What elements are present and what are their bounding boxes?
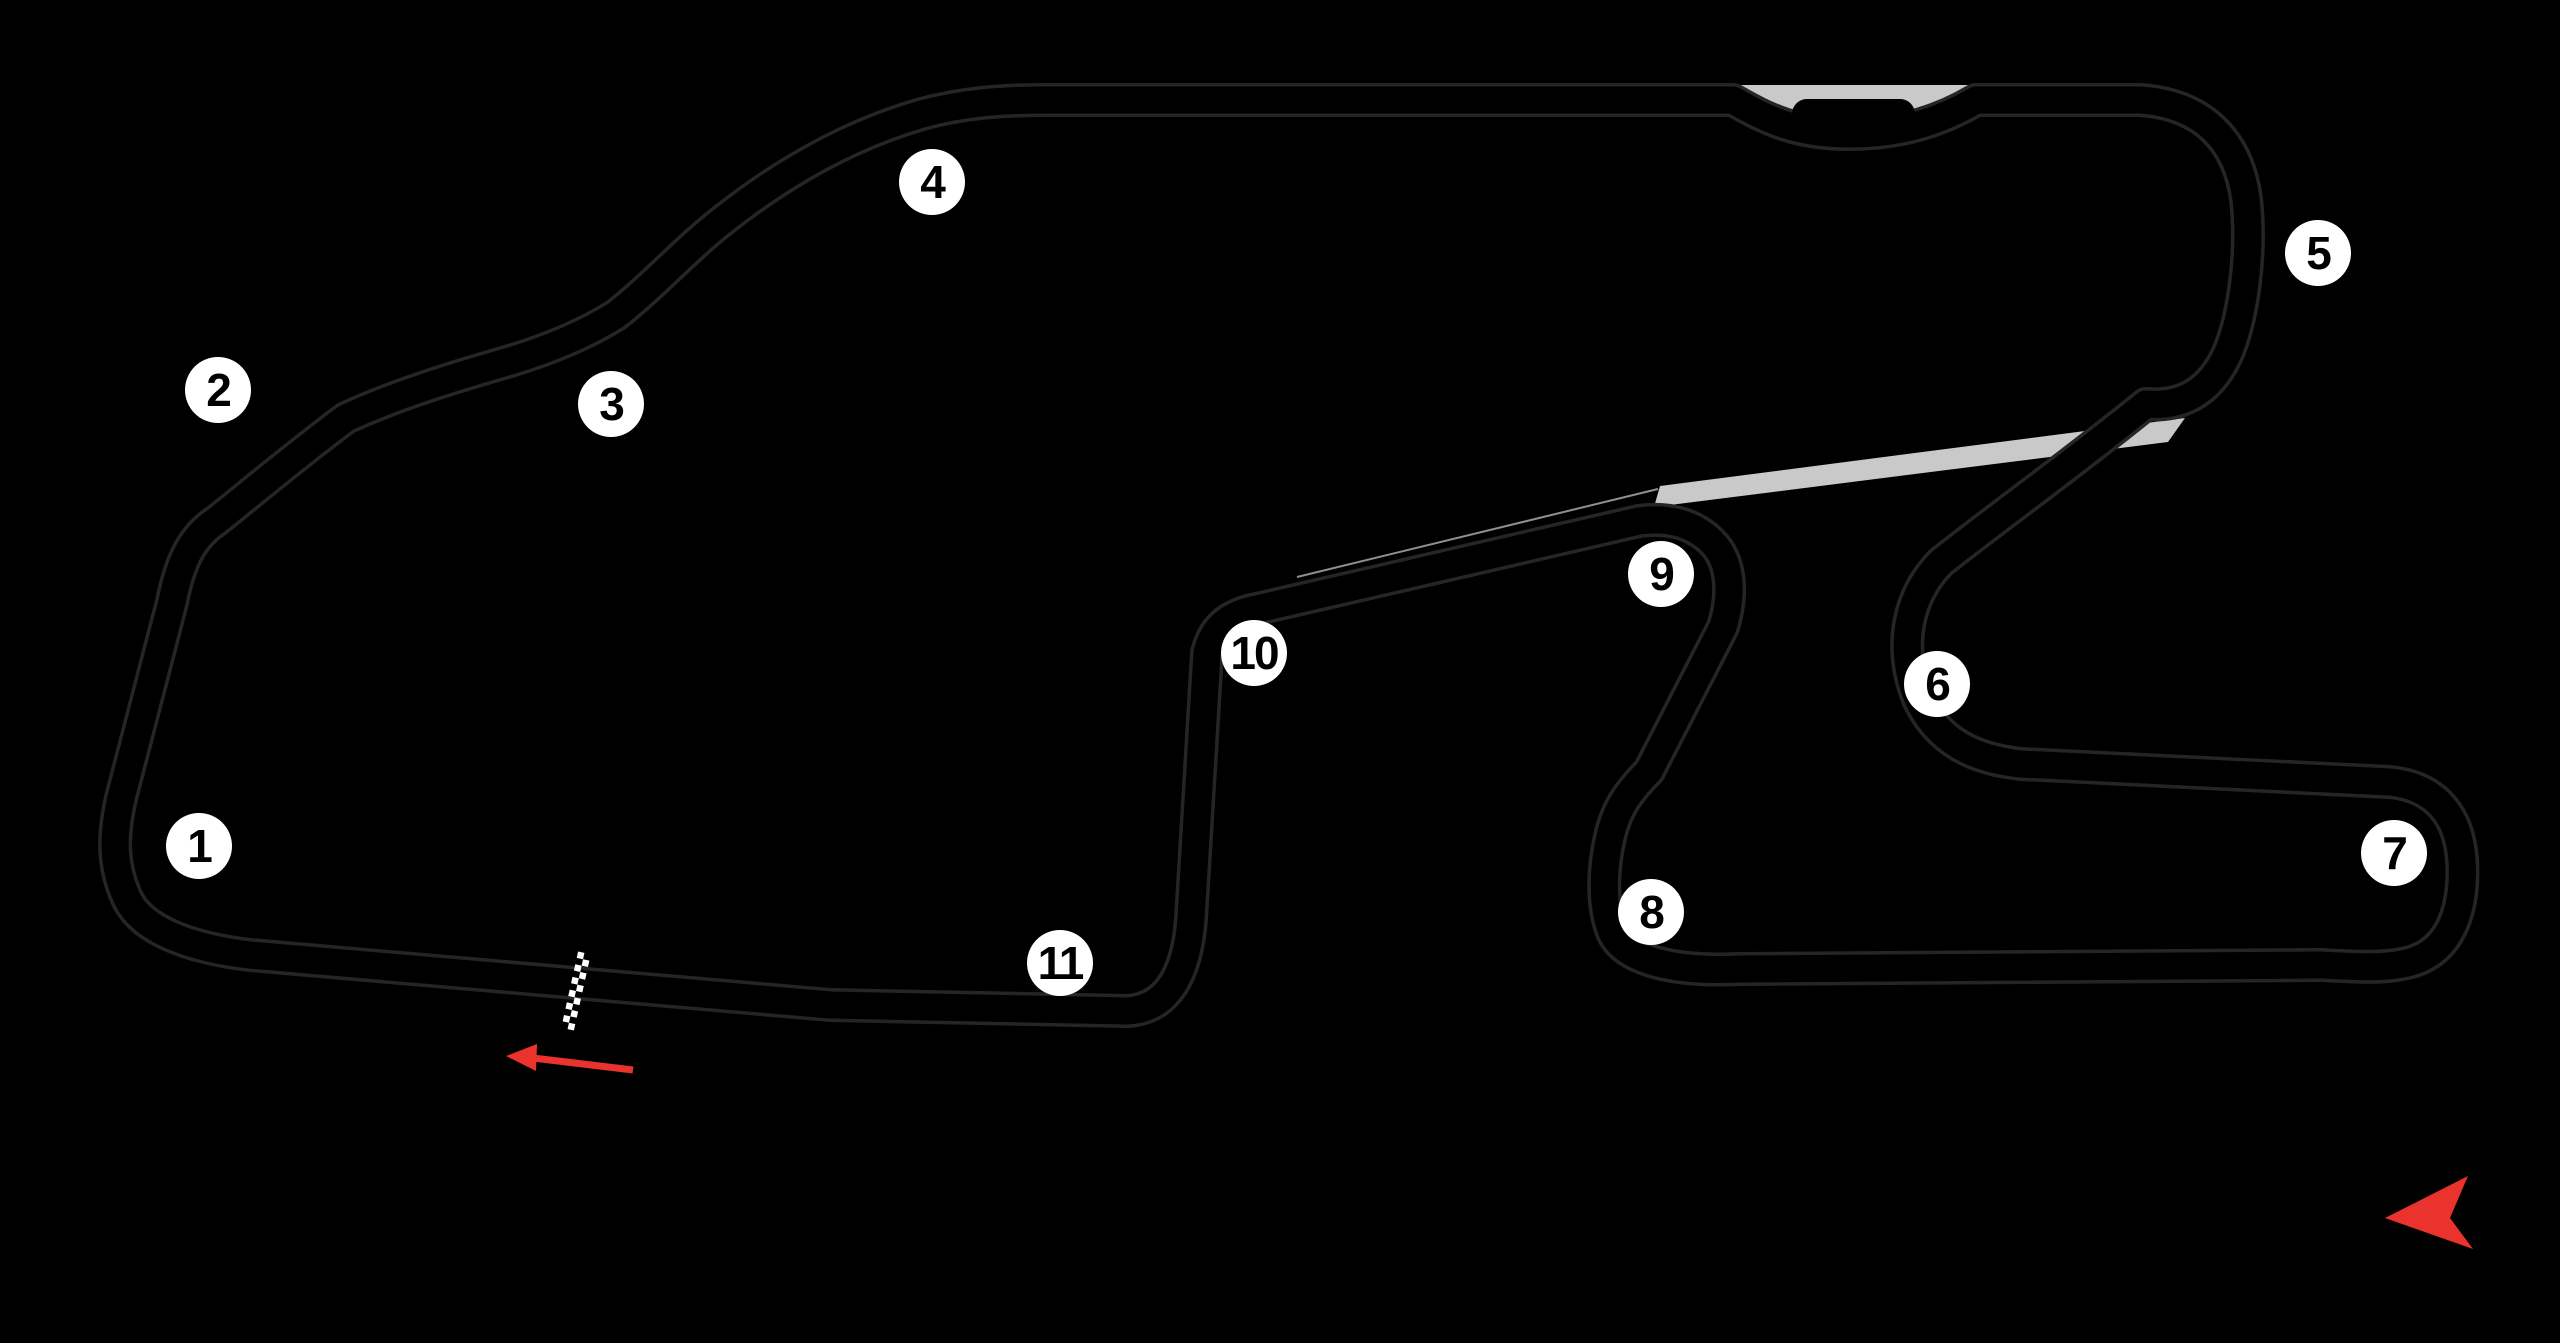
turn-number: 4 [920,156,946,208]
turn-number: 1 [187,820,213,872]
direction-arrow-head-icon [506,1044,537,1071]
turn-number: 9 [1649,548,1675,600]
checker-square [568,989,576,998]
checker-square [573,964,582,972]
drag-strip [1654,418,2185,507]
turn-number: 5 [2306,227,2332,279]
turn-number: 3 [599,378,625,430]
track-outline [98,83,2480,1028]
turn-marker-6: 6 [1904,651,1970,717]
turn-marker-1: 1 [166,813,232,879]
checker-square [562,1014,571,1023]
turn-marker-8: 8 [1618,879,1684,945]
turn-marker-11: 11 [1027,930,1093,996]
checker-square [576,984,584,993]
checker-square [573,997,581,1006]
checker-square [570,1010,579,1018]
turn-marker-3: 3 [578,371,644,437]
turn-number: 6 [1925,658,1951,710]
turn-marker-2: 2 [185,357,251,423]
checker-square [576,951,585,960]
checker-square [578,971,587,980]
pit-building [1792,99,1915,141]
turn-marker-9: 9 [1628,541,1694,607]
drag-strip-edge-upper [1296,488,1659,578]
checker-square [565,1002,574,1011]
direction-arrow-shaft [532,1054,634,1074]
turn-number: 11 [1037,937,1085,989]
turn-marker-7: 7 [2361,820,2427,886]
turn-marker-4: 4 [899,149,965,215]
turn-number: 2 [206,364,232,416]
turn-number: 8 [1639,886,1665,938]
turn-number: 10 [1230,627,1279,679]
start-finish-line [562,951,590,1031]
checker-square [571,976,579,985]
checker-square [567,1022,576,1031]
turn-marker-5: 5 [2285,220,2351,286]
compass-arrow-icon [2385,1176,2473,1249]
track-surface [101,86,2476,1025]
turn-number: 7 [2382,827,2408,879]
checker-square [581,959,590,968]
turn-marker-10: 10 [1221,620,1287,686]
direction-arrow [506,1044,634,1074]
